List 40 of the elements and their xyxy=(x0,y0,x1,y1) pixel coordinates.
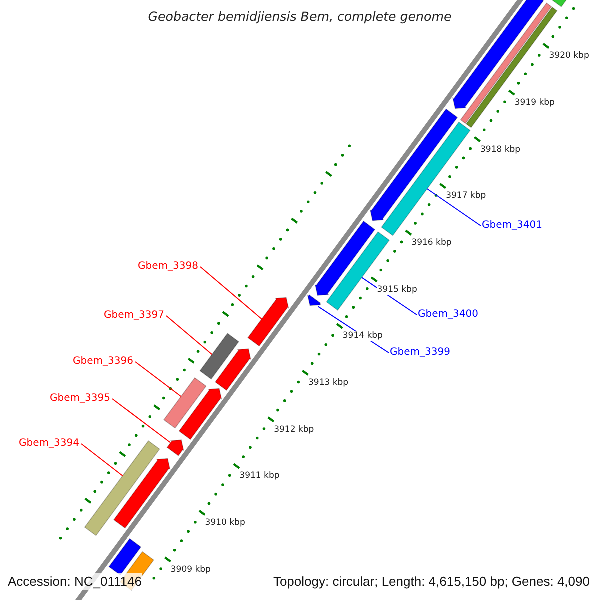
title: Geobacter bemidjiensis Bem, complete genome xyxy=(147,9,453,24)
leader-line xyxy=(426,188,482,226)
tick-label: 3914 kbp xyxy=(342,331,383,342)
gene-feature xyxy=(214,348,252,392)
gene-feature xyxy=(84,440,160,536)
gene-label: Gbem_3396 xyxy=(73,356,134,368)
gene-feature xyxy=(178,388,222,440)
gene-label: Gbem_3395 xyxy=(50,393,110,405)
gene-label: Gbem_3394 xyxy=(19,438,80,450)
leader-line xyxy=(200,266,262,320)
gene-feature xyxy=(113,458,171,529)
footer-text: Accession: NC_011146 xyxy=(8,573,142,590)
leader-line xyxy=(166,316,213,356)
gene-label: Gbem_3401 xyxy=(482,220,542,232)
tick-label: 3919 kbp xyxy=(514,98,555,108)
tick-label: 3920 kbp xyxy=(549,51,590,62)
tick-label: 3909 kbp xyxy=(170,564,211,575)
gene-label: Gbem_3397 xyxy=(104,310,164,322)
gene-feature xyxy=(381,122,471,236)
gene-feature xyxy=(248,297,290,347)
gene-feature xyxy=(200,333,240,380)
tick-label: 3915 kbp xyxy=(377,284,418,295)
gene-feature xyxy=(166,440,184,456)
leader-line xyxy=(112,398,172,444)
tick-label: 3918 kbp xyxy=(480,144,521,154)
gene-label: Gbem_3400 xyxy=(418,309,478,321)
tick-label: 3912 kbp xyxy=(274,424,314,435)
tick-label: 3913 kbp xyxy=(308,378,349,388)
gene-feature xyxy=(314,220,376,296)
gene-feature xyxy=(163,377,207,429)
leader-line xyxy=(81,444,124,476)
tick-label: 3911 kbp xyxy=(240,471,280,482)
gene-label: Gbem_3398 xyxy=(138,261,198,273)
gene-feature xyxy=(108,538,142,576)
gene-feature xyxy=(307,294,322,306)
tick-label: 3910 kbp xyxy=(205,518,246,528)
tick-label: 3916 kbp xyxy=(412,238,452,248)
gene-label: Gbem_3399 xyxy=(390,347,450,359)
leader-line xyxy=(135,362,182,398)
tick-label: 3917 kbp xyxy=(446,191,486,202)
